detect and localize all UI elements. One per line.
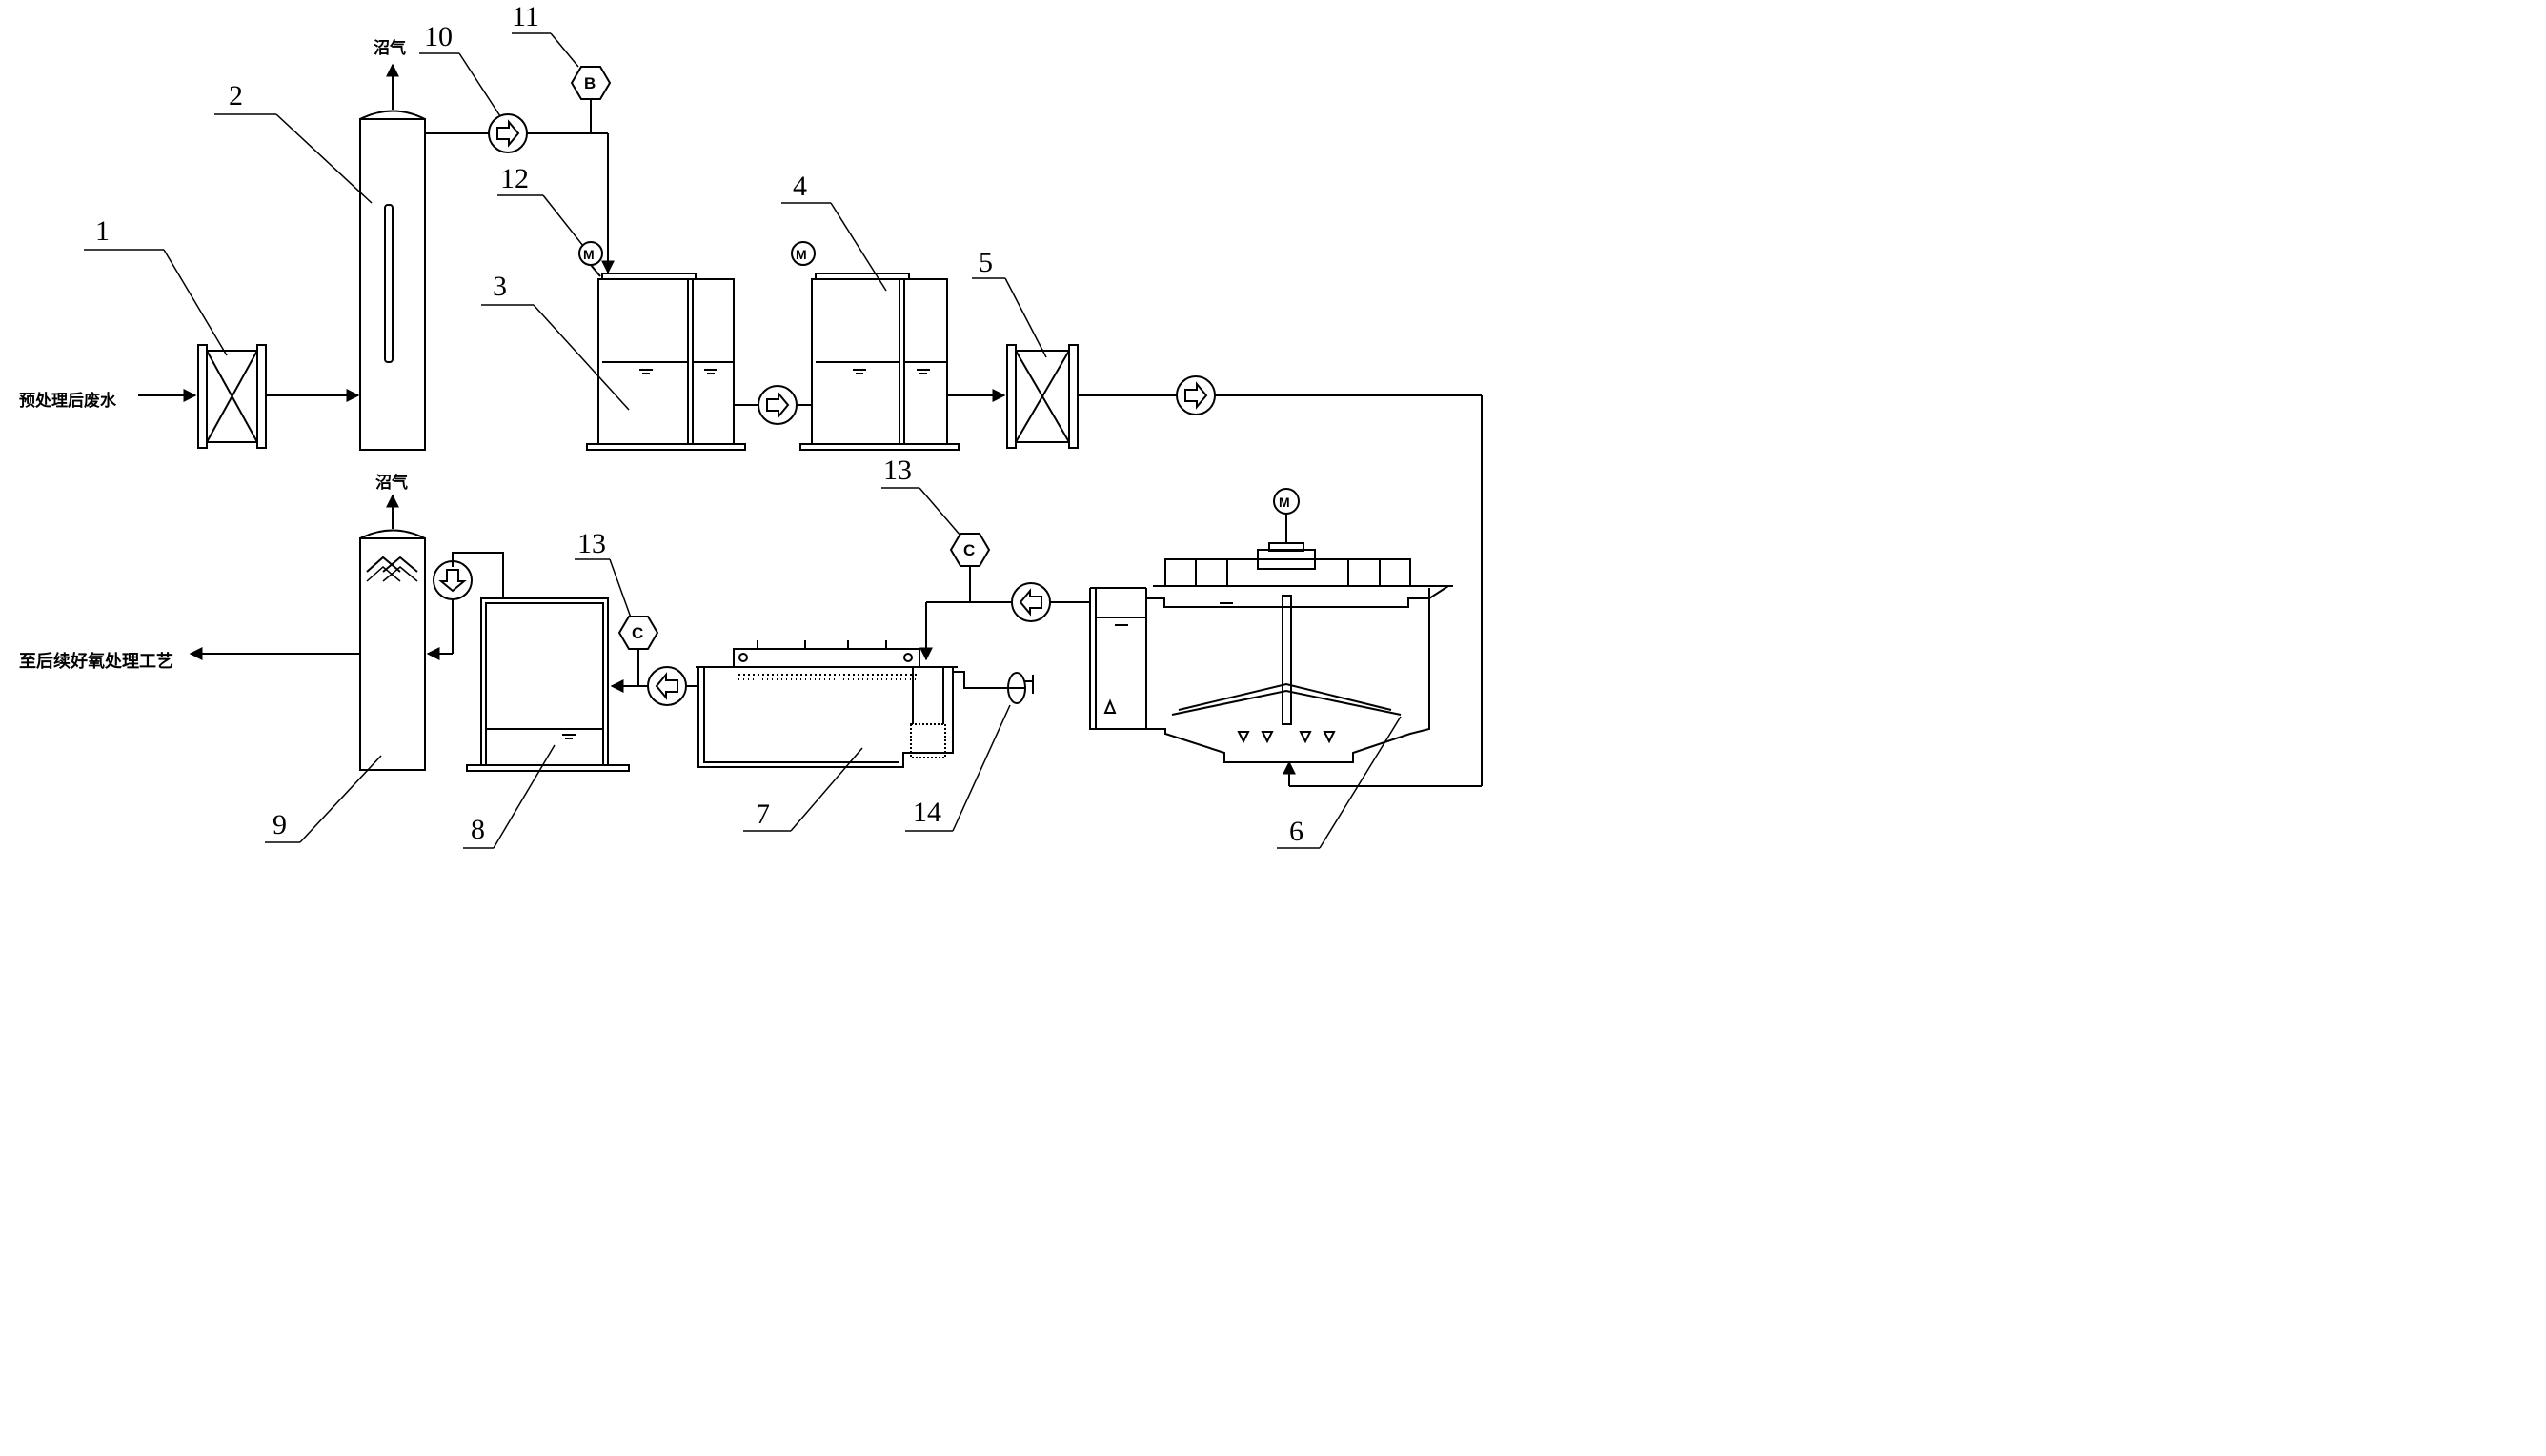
motor-tank-4-icon: M — [791, 241, 816, 266]
pump-3-4-icon — [758, 385, 798, 425]
callout-1: 1 — [95, 215, 110, 247]
callout-4: 4 — [793, 171, 807, 202]
callout-7: 7 — [756, 799, 770, 830]
motor-clarifier-icon: M — [1273, 488, 1300, 515]
callout-14: 14 — [913, 797, 941, 828]
reactor-column-2 — [359, 110, 426, 451]
callout-9: 9 — [273, 809, 287, 840]
biogas-label-bottom: 沼气 — [375, 473, 408, 493]
callout-11: 11 — [512, 1, 539, 32]
callout-leaders — [84, 32, 1402, 849]
controller-13b-icon: C — [617, 616, 659, 650]
pump-7-8-icon — [647, 666, 687, 706]
pipe-8-to-pump — [452, 552, 504, 598]
pipe-7-to-valve-14 — [953, 671, 1008, 689]
diagram-canvas: 预处理后废水 沼气 B M — [19, 1, 1483, 849]
tank-4 — [799, 273, 960, 451]
callout-10: 10 — [424, 21, 453, 52]
svg-text:M: M — [796, 247, 807, 262]
blower-11-icon: B — [570, 66, 612, 100]
pump-5-icon — [1176, 375, 1216, 415]
pump-6-7-icon — [1011, 582, 1051, 622]
tank-7 — [696, 640, 958, 768]
callout-5: 5 — [979, 247, 993, 278]
inlet-label: 预处理后废水 — [19, 391, 117, 411]
filter-unit-1 — [197, 344, 267, 449]
valve-14-icon — [1007, 672, 1034, 704]
tank-3 — [586, 273, 746, 451]
svg-text:C: C — [632, 624, 643, 642]
callout-13-top: 13 — [883, 455, 912, 486]
outlet-label: 至后续好氧处理工艺 — [19, 651, 173, 672]
column-9 — [359, 529, 426, 771]
pump-10-icon — [488, 113, 528, 153]
svg-text:B: B — [584, 74, 596, 92]
svg-text:C: C — [963, 541, 975, 559]
process-flow-diagram: 预处理后废水 沼气 B M — [0, 0, 1494, 858]
svg-text:M: M — [1279, 495, 1290, 510]
filter-unit-5 — [1006, 344, 1079, 449]
callout-2: 2 — [229, 80, 243, 111]
svg-text:M: M — [583, 247, 595, 262]
callout-6: 6 — [1289, 816, 1303, 847]
callout-8: 8 — [471, 814, 485, 845]
callout-3: 3 — [493, 271, 507, 302]
callout-12: 12 — [500, 163, 529, 194]
controller-13a-icon: C — [949, 533, 991, 567]
callout-13-bottom: 13 — [577, 528, 606, 559]
tank-8 — [466, 597, 630, 772]
clarifier-6 — [1089, 514, 1453, 763]
motor-12-shaft — [590, 264, 601, 277]
biogas-label-top: 沼气 — [374, 38, 406, 58]
